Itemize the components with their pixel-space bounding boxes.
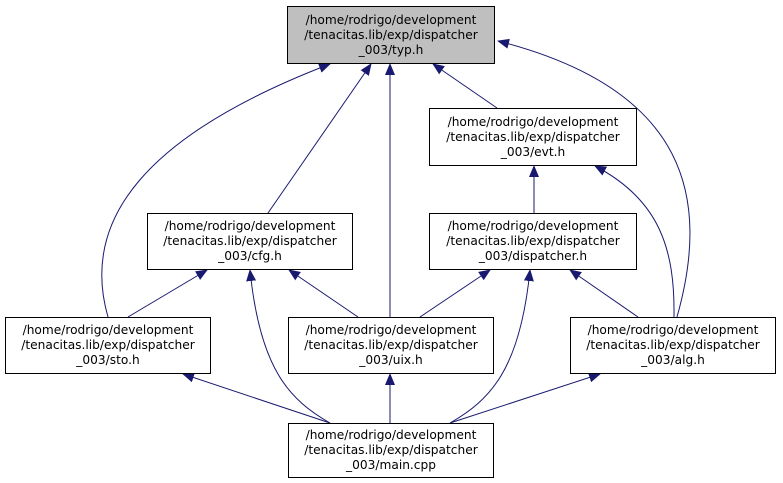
edge-sto-to-cfg	[127, 269, 208, 318]
node-cfg-line-1: /home/rodrigo/development	[164, 219, 336, 233]
edge-main-to-cfg	[246, 269, 331, 424]
edge-alg-to-typ	[497, 38, 691, 318]
node-alg-line-2: /tenacitas.lib/exp/dispatcher	[586, 338, 760, 352]
node-uix-line-1: /home/rodrigo/development	[305, 323, 477, 337]
node-dispatcher-line-2: /tenacitas.lib/exp/dispatcher	[446, 234, 620, 248]
node-main-line-1: /home/rodrigo/development	[305, 428, 477, 442]
node-evt-h[interactable]: /home/rodrigo/development /tenacitas.lib…	[429, 108, 637, 166]
node-typ-line-1: /home/rodrigo/development	[305, 12, 477, 27]
node-sto-h[interactable]: /home/rodrigo/development /tenacitas.lib…	[5, 317, 211, 374]
node-main-line-2: /tenacitas.lib/exp/dispatcher	[304, 443, 478, 457]
edge-sto-to-typ	[101, 63, 331, 318]
node-uix-line-3: _003/uix.h	[359, 353, 423, 367]
node-evt-line-2: /tenacitas.lib/exp/dispatcher	[446, 129, 620, 144]
node-cfg-line-2: /tenacitas.lib/exp/dispatcher	[163, 234, 337, 248]
edge-uix-to-disp	[419, 269, 491, 318]
node-cfg-h[interactable]: /home/rodrigo/development /tenacitas.lib…	[147, 213, 353, 270]
node-cfg-line-3: _003/cfg.h	[218, 249, 282, 263]
node-typ-line-3: _003/typ.h	[358, 42, 424, 57]
node-alg-line-3: _003/alg.h	[641, 353, 705, 367]
node-main-line-3: _003/main.cpp	[346, 458, 436, 472]
node-alg-h[interactable]: /home/rodrigo/development /tenacitas.lib…	[570, 317, 776, 374]
node-sto-line-1: /home/rodrigo/development	[22, 323, 194, 337]
node-main-cpp[interactable]: /home/rodrigo/development /tenacitas.lib…	[288, 423, 494, 478]
node-alg-line-1: /home/rodrigo/development	[587, 323, 759, 337]
node-evt-line-3: _003/evt.h	[500, 144, 566, 159]
edge-main-to-sto	[182, 372, 331, 424]
edge-evt-to-typ	[432, 63, 498, 109]
edges-layer	[101, 38, 691, 424]
node-sto-line-3: _003/sto.h	[76, 353, 140, 367]
edge-cfg-to-typ	[267, 63, 372, 214]
edge-alg-to-disp	[569, 269, 639, 318]
edge-alg-to-evt	[594, 165, 675, 318]
node-uix-line-2: /tenacitas.lib/exp/dispatcher	[304, 338, 478, 352]
node-typ-line-2: /tenacitas.lib/exp/dispatcher	[304, 27, 478, 42]
node-dispatcher-line-3: _003/dispatcher.h	[478, 249, 588, 263]
edge-main-to-disp	[449, 269, 534, 424]
node-uix-h[interactable]: /home/rodrigo/development /tenacitas.lib…	[288, 317, 494, 374]
node-sto-line-2: /tenacitas.lib/exp/dispatcher	[21, 338, 195, 352]
node-dispatcher-h[interactable]: /home/rodrigo/development /tenacitas.lib…	[429, 213, 637, 270]
node-typ-h[interactable]: /home/rodrigo/development /tenacitas.lib…	[287, 6, 495, 64]
edge-main-to-alg	[449, 372, 601, 424]
node-evt-line-1: /home/rodrigo/development	[447, 114, 619, 129]
edge-uix-to-cfg	[288, 269, 359, 318]
node-dispatcher-line-1: /home/rodrigo/development	[447, 219, 619, 233]
